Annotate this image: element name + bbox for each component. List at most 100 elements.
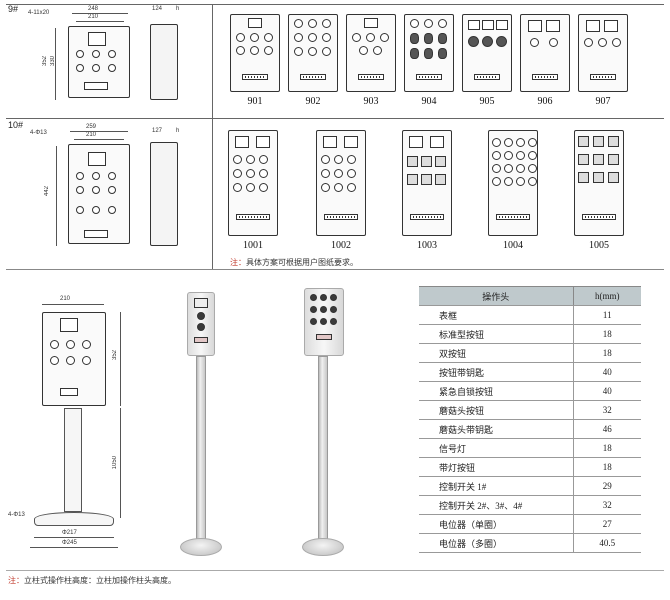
button-icon (492, 164, 501, 173)
operator-height: 11 (573, 305, 641, 325)
dim-line (55, 28, 56, 100)
note-custom-design: 注：具体方案可根据用户图纸要求。 (230, 257, 358, 268)
control-switch-icon (608, 172, 619, 183)
dim-10-width-outer: 259 (86, 124, 97, 130)
column-pole-drawing (64, 408, 82, 512)
table-row: 控制开关 1#29 (419, 476, 641, 496)
operator-name: 控制开关 1# (419, 476, 574, 496)
terminal-strip (236, 214, 270, 220)
button-icon (492, 138, 501, 147)
button-icon (76, 172, 84, 180)
table-header-height: h(mm) (572, 286, 641, 306)
terminal-strip (358, 74, 384, 80)
terminal-strip (590, 74, 616, 80)
button-icon (197, 323, 205, 331)
dim-line (30, 547, 118, 548)
button-icon (366, 33, 375, 42)
button-icon (584, 38, 593, 47)
variant-label-903: 903 (363, 96, 379, 107)
control-switch-icon (593, 136, 604, 147)
button-icon (347, 155, 356, 164)
dim-line (34, 537, 114, 538)
button-icon (438, 19, 447, 28)
meter-window (88, 32, 106, 46)
meter-window (468, 20, 480, 30)
terminal-strip (496, 214, 530, 220)
enclosure-10-side (150, 142, 178, 246)
button-icon (259, 183, 268, 192)
meter-window (430, 136, 444, 148)
variant-label-904: 904 (421, 96, 437, 107)
button-icon (528, 177, 537, 186)
terminal-strip (242, 74, 268, 80)
button-icon (233, 155, 242, 164)
button-icon (528, 138, 537, 147)
button-icon (612, 38, 621, 47)
note-mark: 注： (230, 258, 246, 267)
button-icon (308, 33, 317, 42)
dim-10-holes: 4-Φ13 (30, 130, 47, 136)
operator-name: 按钮带钥匙 (419, 362, 574, 382)
panel-label-10: 10# (8, 120, 24, 130)
button-icon (334, 169, 343, 178)
indicator-light-icon (310, 294, 317, 301)
dim-10-depth: 127 (152, 128, 163, 134)
control-switch-icon (593, 154, 604, 165)
button-icon (410, 19, 419, 28)
variant-label-907: 907 (595, 96, 611, 107)
button-icon (92, 172, 100, 180)
operator-name: 电位器（多圈） (419, 533, 574, 553)
meter-window (88, 152, 106, 166)
terminal-strip (300, 74, 326, 80)
meter-window (235, 136, 249, 148)
enclosure-9-side (150, 24, 178, 100)
button-icon (92, 64, 100, 72)
column-photo-1-base (180, 538, 222, 556)
button-icon (504, 177, 513, 186)
button-icon (197, 312, 205, 320)
button-icon (92, 50, 100, 58)
meter-window (528, 20, 542, 32)
indicator-light-icon (410, 48, 419, 59)
table-header-row: 操作头 h(mm) (419, 286, 641, 306)
terminal-strip (410, 214, 444, 220)
button-icon (294, 47, 303, 56)
button-icon (359, 46, 368, 55)
button-icon (259, 155, 268, 164)
dim-line (120, 312, 121, 406)
operator-name: 蘑菇头带钥匙 (419, 419, 574, 439)
dim-10-height: 442 (44, 186, 50, 197)
button-icon (352, 33, 361, 42)
button-icon (598, 38, 607, 47)
meter-window (248, 18, 262, 28)
operator-height: 46 (573, 419, 641, 439)
control-switch-icon (578, 154, 589, 165)
terminal-strip (582, 214, 616, 220)
indicator-light-icon (438, 33, 447, 44)
control-switch-icon (435, 156, 446, 167)
button-icon (108, 64, 116, 72)
meter-window (364, 18, 378, 28)
indicator-light-icon (410, 33, 419, 44)
note-text: 立柱式操作柱高度：立柱加操作柱头高度。 (24, 576, 176, 585)
operator-height: 40 (573, 362, 641, 382)
operator-name: 控制开关 2#、3#、4# (419, 495, 574, 515)
button-icon (308, 19, 317, 28)
operator-name: 信号灯 (419, 438, 574, 458)
button-icon (321, 169, 330, 178)
button-icon (308, 47, 317, 56)
button-icon (76, 186, 84, 194)
dim-9-depth: 124 (152, 6, 163, 12)
meter-window (409, 136, 423, 148)
dim-head-height: 352 (112, 350, 118, 361)
indicator-light-icon (438, 48, 447, 59)
button-icon (321, 183, 330, 192)
operator-height: 40.5 (573, 533, 641, 553)
